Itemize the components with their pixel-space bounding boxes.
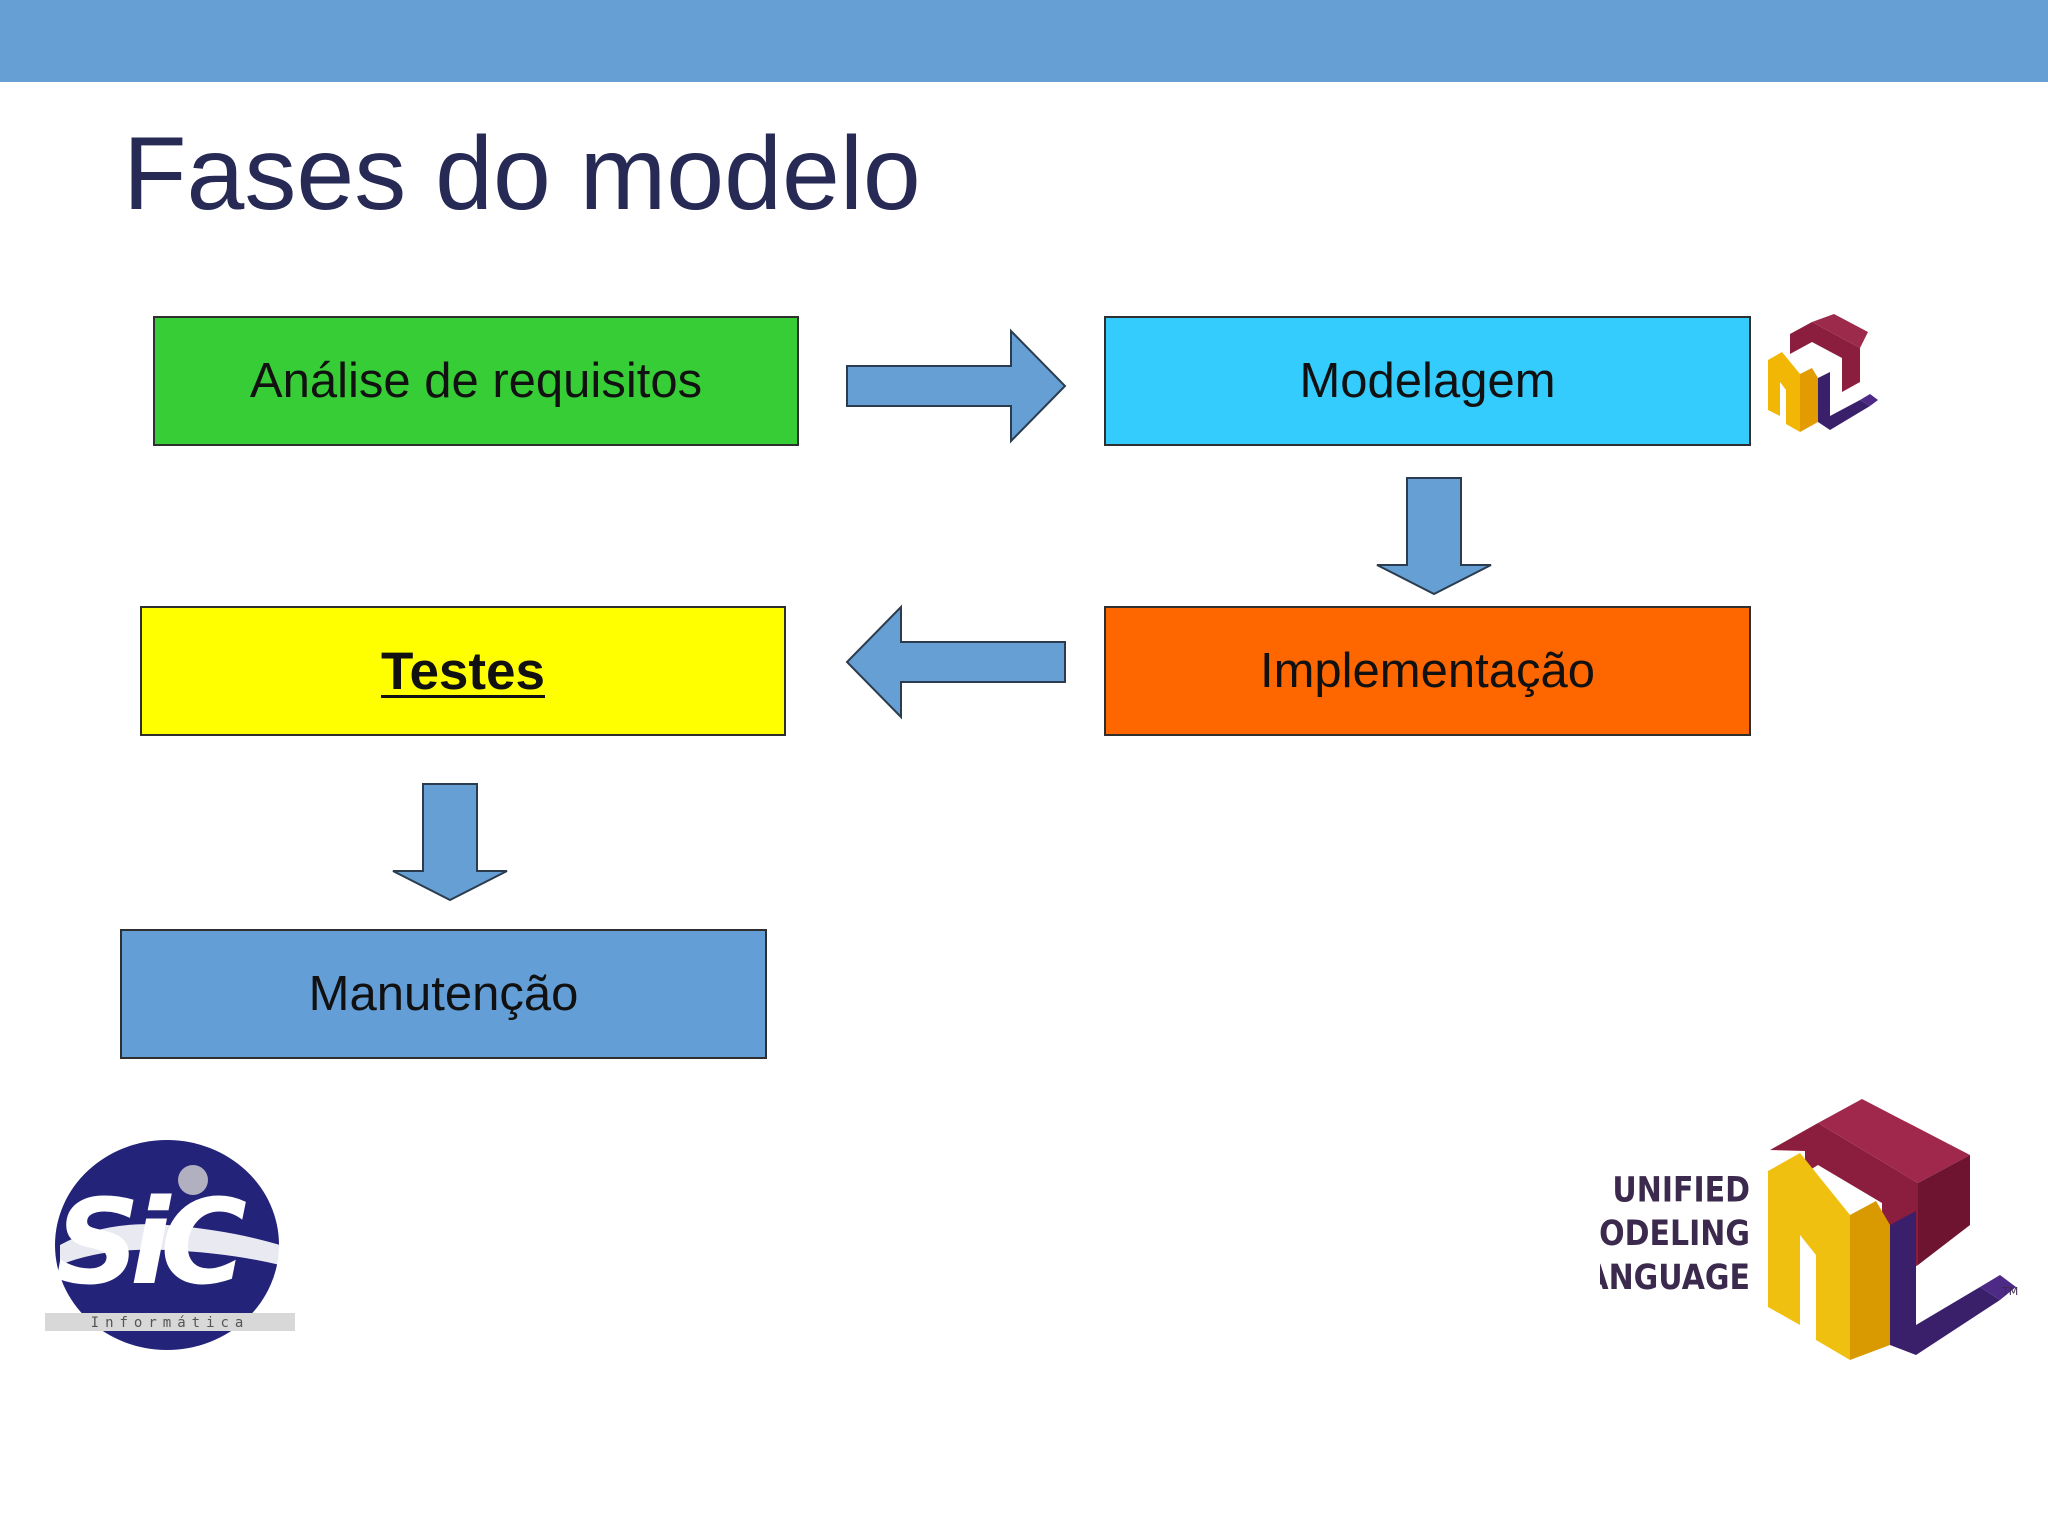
uml-text-modeling: MODELING: [1600, 1213, 1750, 1254]
uml-text-language: LANGUAGE: [1600, 1257, 1750, 1298]
uml-small-logo: [1768, 314, 1878, 432]
phase-modelagem: Modelagem: [1104, 316, 1751, 446]
uml-text-unified: UNIFIED: [1612, 1169, 1750, 1210]
phase-modelagem-label: Modelagem: [1299, 354, 1556, 408]
sic-subtitle: Informática: [91, 1315, 250, 1331]
uml-trademark: TM: [2001, 1285, 2018, 1298]
phase-manutencao: Manutenção: [120, 929, 767, 1059]
arrow-down-modelagem-to-implementacao: [1376, 477, 1492, 596]
arrow-right: [846, 328, 1067, 444]
arrow-left: [845, 604, 1066, 720]
arrow-down-testes-to-manutencao: [392, 783, 508, 902]
phase-implementacao: Implementação: [1104, 606, 1751, 736]
phase-manutencao-label: Manutenção: [308, 967, 579, 1021]
header-bar: [0, 0, 2048, 82]
uml-logo: UNIFIED MODELING LANGUAGE TM: [1600, 1099, 2018, 1360]
phase-implementacao-label: Implementação: [1259, 644, 1595, 698]
sic-logo: SiC Informática: [45, 1140, 295, 1350]
slide-title: Fases do modelo: [123, 116, 921, 232]
phase-analise-label: Análise de requisitos: [249, 354, 703, 408]
phase-analise-requisitos: Análise de requisitos: [153, 316, 799, 446]
sic-letters: SiC: [55, 1173, 246, 1311]
phase-testes: Testes: [140, 606, 786, 736]
phase-testes-label: Testes: [381, 641, 545, 701]
